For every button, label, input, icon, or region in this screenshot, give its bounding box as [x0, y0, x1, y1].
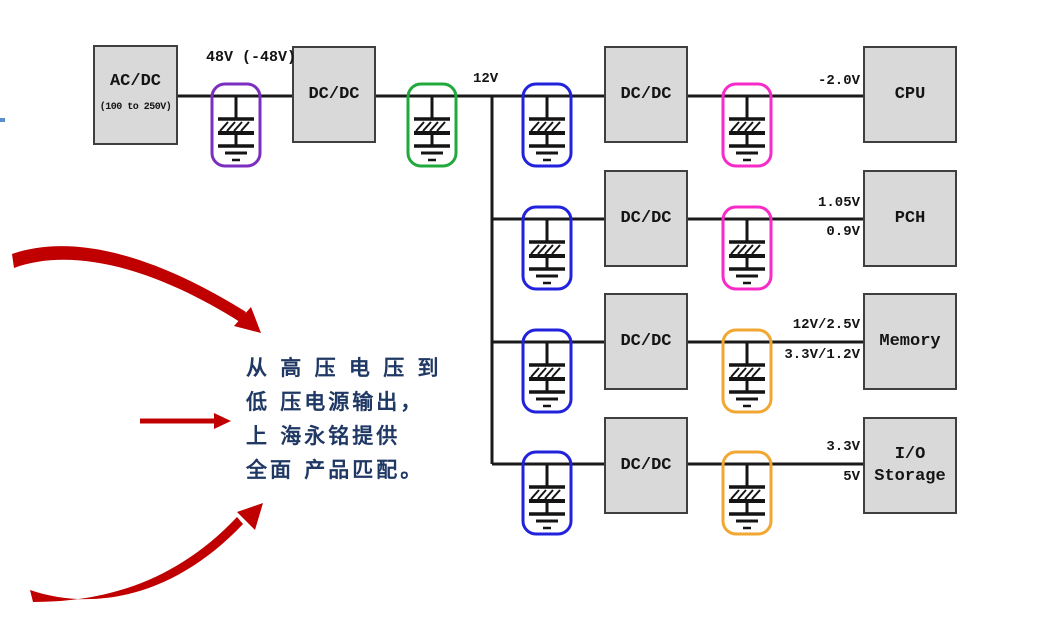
- dcdc-block-row4: DC/DC: [604, 417, 688, 514]
- voltage-row3-top: 12V/2.5V: [792, 317, 860, 333]
- dcdc-block-row1: DC/DC: [604, 46, 688, 143]
- curved-arrow-top-head: [234, 307, 261, 333]
- curved-arrow-bottom-head: [237, 503, 263, 530]
- io-storage-label: I/O Storage: [874, 444, 946, 486]
- capacitor-output-magenta-1: [721, 82, 773, 168]
- annotation-line-3: 上 海永铭提供: [246, 424, 401, 448]
- annotation-line-1: 从 高 压 电 压 到: [246, 356, 442, 380]
- marketing-annotation: 从 高 压 电 压 到 低 压电源输出， 上 海永铭提供 全面 产品匹配。: [246, 351, 476, 487]
- acdc-range-label: (100 to 250V): [99, 102, 172, 113]
- front-dcdc-block: DC/DC: [292, 46, 376, 143]
- curved-arrow-bottom: [30, 517, 243, 602]
- acdc-label: AC/DC: [109, 72, 161, 91]
- red-arrows: [12, 246, 263, 602]
- load-block-pch: PCH: [863, 170, 957, 267]
- load-block-io-storage: I/O Storage: [863, 417, 957, 514]
- dcdc-label-row2: DC/DC: [620, 208, 672, 228]
- dcdc-label-row3: DC/DC: [620, 331, 672, 351]
- curved-arrow-top: [12, 246, 246, 322]
- input-rail-label: 48V (-48V): [206, 49, 297, 66]
- dcdc-label-row1: DC/DC: [620, 84, 672, 104]
- intermediate-rail-label: 12V: [473, 71, 499, 87]
- dcdc-label-row4: DC/DC: [620, 455, 672, 475]
- voltage-row2-top: 1.05V: [817, 195, 860, 211]
- dcdc-block-row2: DC/DC: [604, 170, 688, 267]
- dcdc-block-row3: DC/DC: [604, 293, 688, 390]
- capacitor-rail-blue-2: [521, 205, 573, 291]
- capacitor-input-purple: [210, 82, 262, 168]
- straight-arrow-head: [214, 413, 231, 429]
- voltage-row4-top: 3.3V: [826, 439, 860, 455]
- pch-label: PCH: [894, 208, 926, 228]
- front-dcdc-label: DC/DC: [308, 84, 360, 104]
- load-block-cpu: CPU: [863, 46, 957, 143]
- capacitor-bulk-green: [406, 82, 458, 168]
- cpu-label: CPU: [894, 84, 926, 104]
- edge-artifact-dash: [0, 118, 5, 122]
- acdc-block: AC/DC (100 to 250V): [93, 45, 178, 145]
- annotation-line-2: 低 压电源输出，: [246, 390, 425, 414]
- capacitor-output-orange-1: [721, 328, 773, 414]
- load-block-memory: Memory: [863, 293, 957, 390]
- capacitor-rail-blue-4: [521, 450, 573, 536]
- memory-label: Memory: [879, 331, 941, 351]
- voltage-row2-bottom: 0.9V: [826, 224, 860, 240]
- capacitor-output-magenta-2: [721, 205, 773, 291]
- capacitor-output-orange-2: [721, 450, 773, 536]
- capacitor-rail-blue-3: [521, 328, 573, 414]
- annotation-line-4: 全面 产品匹配。: [246, 458, 425, 482]
- capacitor-rail-blue-1: [521, 82, 573, 168]
- voltage-row1-top: -2.0V: [817, 73, 860, 89]
- voltage-row3-bottom: 3.3V/1.2V: [784, 347, 860, 363]
- capacitors: [210, 82, 773, 536]
- voltage-row4-bottom: 5V: [843, 469, 860, 485]
